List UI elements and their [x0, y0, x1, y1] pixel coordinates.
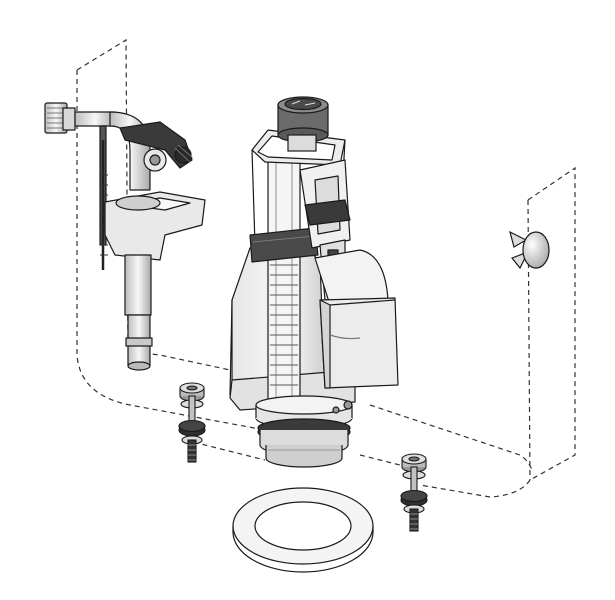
mounting-bolt-left — [178, 382, 206, 463]
overflow-cap — [509, 230, 550, 270]
inlet-thread — [44, 102, 116, 134]
mounting-bolt-right — [400, 453, 428, 532]
flush-valve — [229, 129, 399, 468]
column-ribs — [270, 264, 298, 386]
sealing-gasket — [232, 487, 374, 573]
fill-valve — [44, 102, 206, 371]
push-button — [277, 96, 329, 152]
